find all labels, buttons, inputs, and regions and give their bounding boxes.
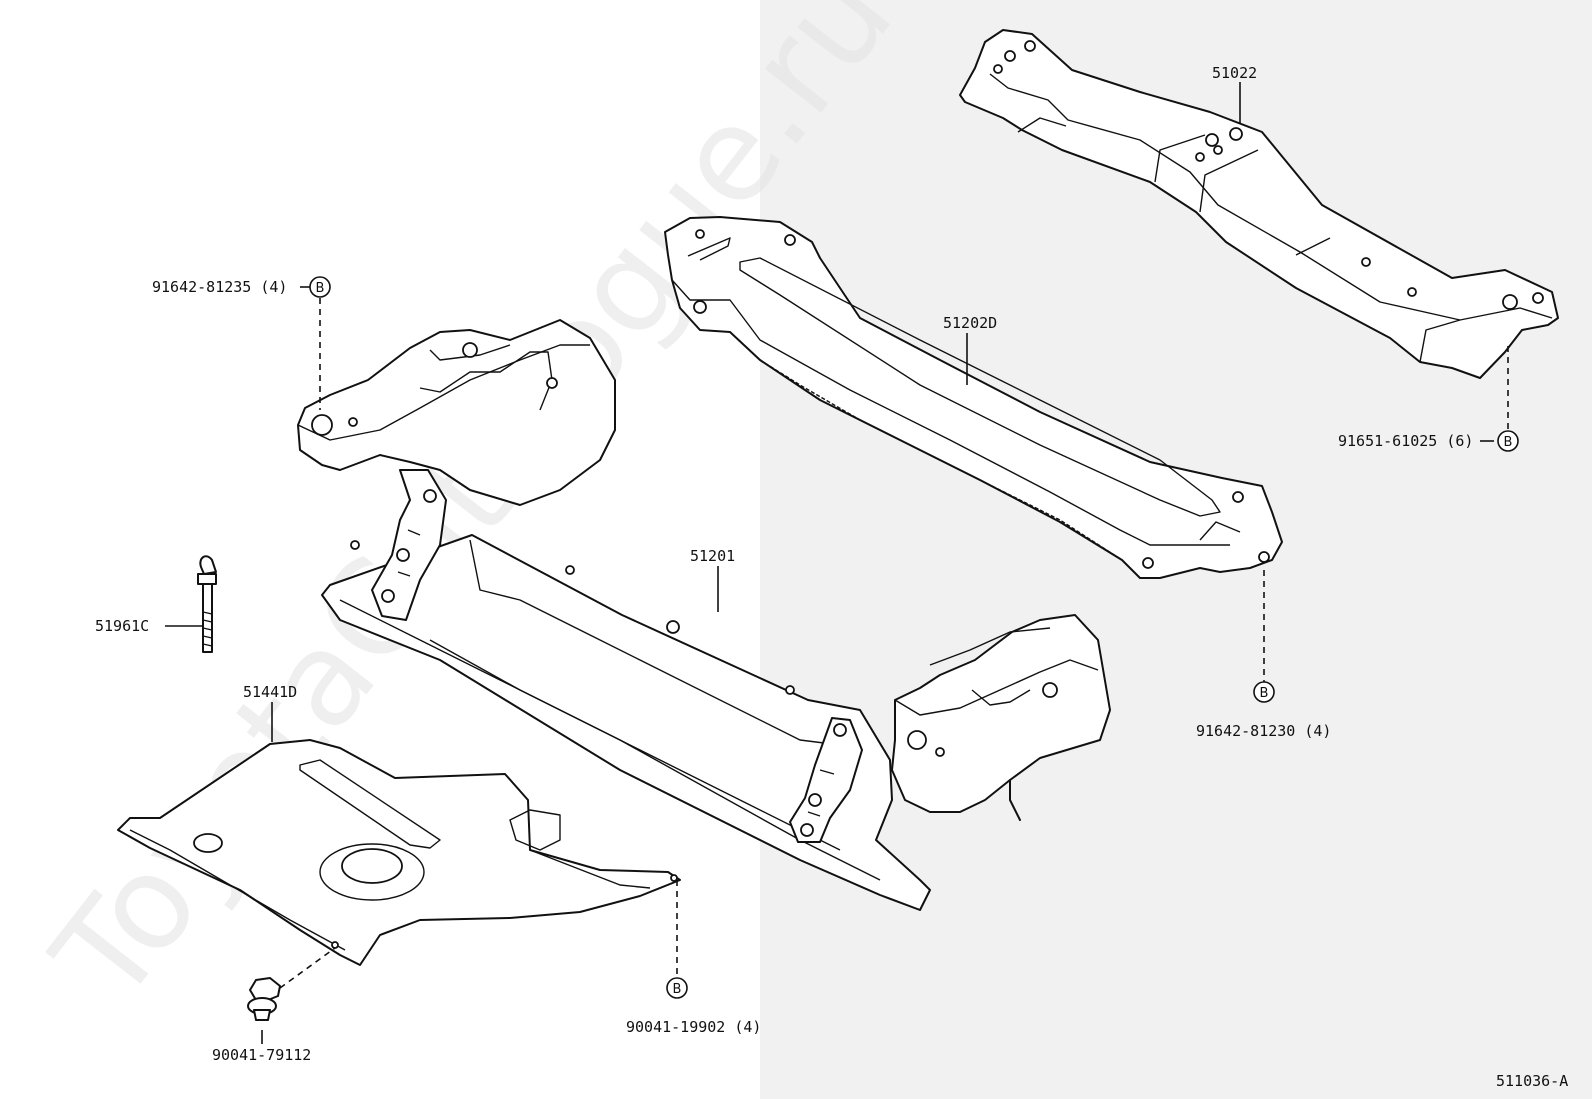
leader-lines xyxy=(165,82,1509,1044)
diagram-code: 511036-A xyxy=(1496,1072,1568,1090)
svg-text:B: B xyxy=(1260,686,1269,701)
part-51202d-drawing[interactable] xyxy=(664,216,1283,579)
part-90041-79112-drawing[interactable] xyxy=(247,977,281,1021)
svg-text:B: B xyxy=(1504,435,1513,450)
fastener-label-91642-81230[interactable]: 91642-81230 (4) xyxy=(1196,722,1331,740)
fastener-label-90041-19902[interactable]: 90041-19902 (4) xyxy=(626,1018,761,1036)
part-51961c-drawing[interactable] xyxy=(197,555,217,653)
part-label-51441d[interactable]: 51441D xyxy=(243,683,297,701)
part-51441d-drawing[interactable] xyxy=(117,739,681,966)
part-label-51201[interactable]: 51201 xyxy=(690,547,735,565)
svg-text:B: B xyxy=(316,281,325,296)
fastener-label-91642-81235[interactable]: 91642-81235 (4) xyxy=(152,278,287,296)
fastener-label-90041-79112[interactable]: 90041-79112 xyxy=(212,1046,311,1064)
part-51201-drawing[interactable] xyxy=(297,319,1111,911)
fastener-label-91651-61025[interactable]: 91651-61025 (6) xyxy=(1338,432,1473,450)
reference-marker-b: B xyxy=(666,977,688,999)
svg-text:B: B xyxy=(673,982,682,997)
reference-marker-b: B xyxy=(1497,430,1519,452)
part-label-51202d[interactable]: 51202D xyxy=(943,314,997,332)
part-51022-drawing[interactable] xyxy=(959,29,1559,379)
part-label-51022[interactable]: 51022 xyxy=(1212,64,1257,82)
reference-marker-b: B xyxy=(309,276,331,298)
reference-marker-b: B xyxy=(1253,681,1275,703)
part-label-51961c[interactable]: 51961C xyxy=(95,617,149,635)
